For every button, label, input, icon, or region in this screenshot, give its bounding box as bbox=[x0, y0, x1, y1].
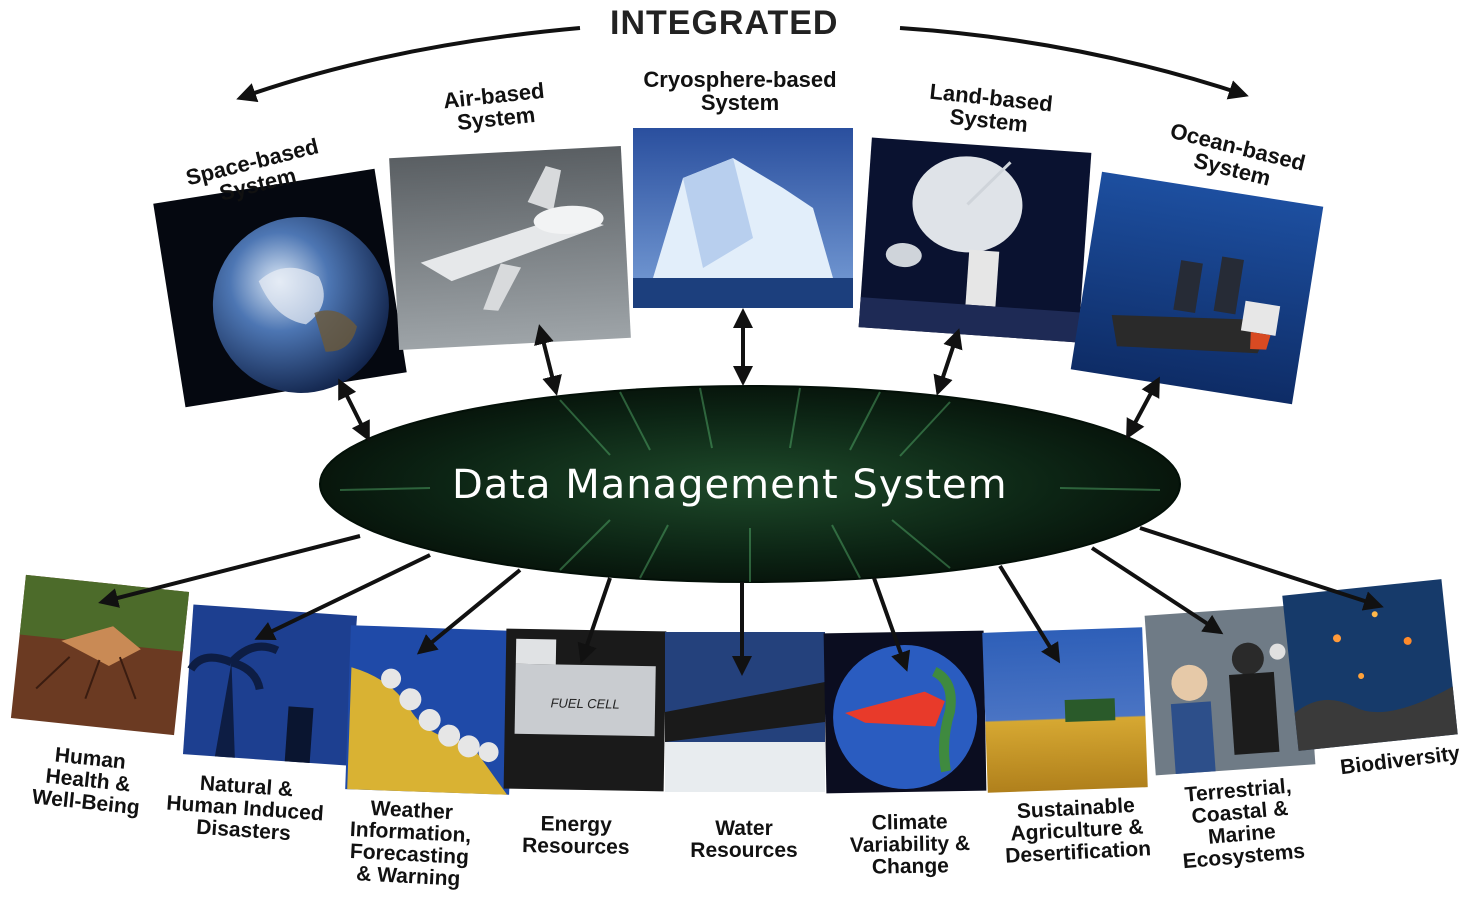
ocean-link-arrow bbox=[1126, 376, 1160, 440]
biodiversity-image bbox=[1282, 579, 1458, 751]
ocean-based-image bbox=[1070, 171, 1324, 405]
top-link-arrows bbox=[338, 308, 1160, 442]
climate-link-arrow bbox=[872, 577, 911, 672]
disasters-link-arrow bbox=[254, 553, 431, 641]
sustainable-agriculture-label: Sustainable Agriculture & Desertificatio… bbox=[1004, 793, 1152, 868]
integrated-title: INTEGRATED bbox=[610, 4, 839, 42]
natural-disasters-image bbox=[182, 604, 358, 766]
water-resources-label: Water Resources bbox=[690, 817, 798, 863]
sustainable-agriculture-image bbox=[982, 627, 1148, 793]
integrated-arrow-right bbox=[899, 26, 1249, 100]
land-based-image bbox=[858, 137, 1092, 343]
bottom-link-arrows bbox=[98, 526, 1384, 676]
data-management-hub bbox=[319, 385, 1181, 583]
land-link-arrow bbox=[933, 328, 963, 396]
ecosystems-link-arrow bbox=[1090, 546, 1224, 635]
energy-resources-label: Energy Resources bbox=[521, 812, 630, 859]
air-based-image bbox=[389, 146, 631, 350]
cryosphere-based-label: Cryosphere-based System bbox=[643, 67, 837, 116]
human-health-image bbox=[10, 574, 190, 736]
weather-information-image bbox=[345, 625, 515, 795]
cryosphere-based-image bbox=[633, 128, 853, 308]
health-link-arrow bbox=[98, 534, 361, 608]
water-resources-image bbox=[665, 632, 825, 792]
ecosystems-label: Terrestrial, Coastal & Marine Ecosystems bbox=[1181, 774, 1306, 874]
natural-disasters-label: Natural & Human Induced Disasters bbox=[165, 771, 325, 846]
fuel-cell-text: FUEL CELL bbox=[550, 695, 619, 711]
weather-link-arrow bbox=[416, 568, 522, 655]
energy-resources-image: FUEL CELL bbox=[503, 628, 667, 792]
data-management-system-label: Data Management System bbox=[452, 462, 1008, 508]
air-link-arrow bbox=[534, 324, 562, 396]
biodiversity-link-arrow bbox=[1139, 526, 1384, 611]
ecosystems-image bbox=[1144, 604, 1316, 776]
agriculture-link-arrow bbox=[998, 564, 1061, 664]
integrated-arrow-left bbox=[236, 26, 581, 103]
weather-information-label: Weather Information, Forecasting & Warni… bbox=[349, 796, 472, 891]
energy-link-arrow bbox=[577, 577, 612, 664]
space-link-arrow bbox=[338, 378, 370, 442]
space-based-image bbox=[153, 168, 407, 408]
climate-variability-image bbox=[823, 630, 987, 794]
climate-variability-label: Climate Variability & Change bbox=[849, 810, 971, 879]
